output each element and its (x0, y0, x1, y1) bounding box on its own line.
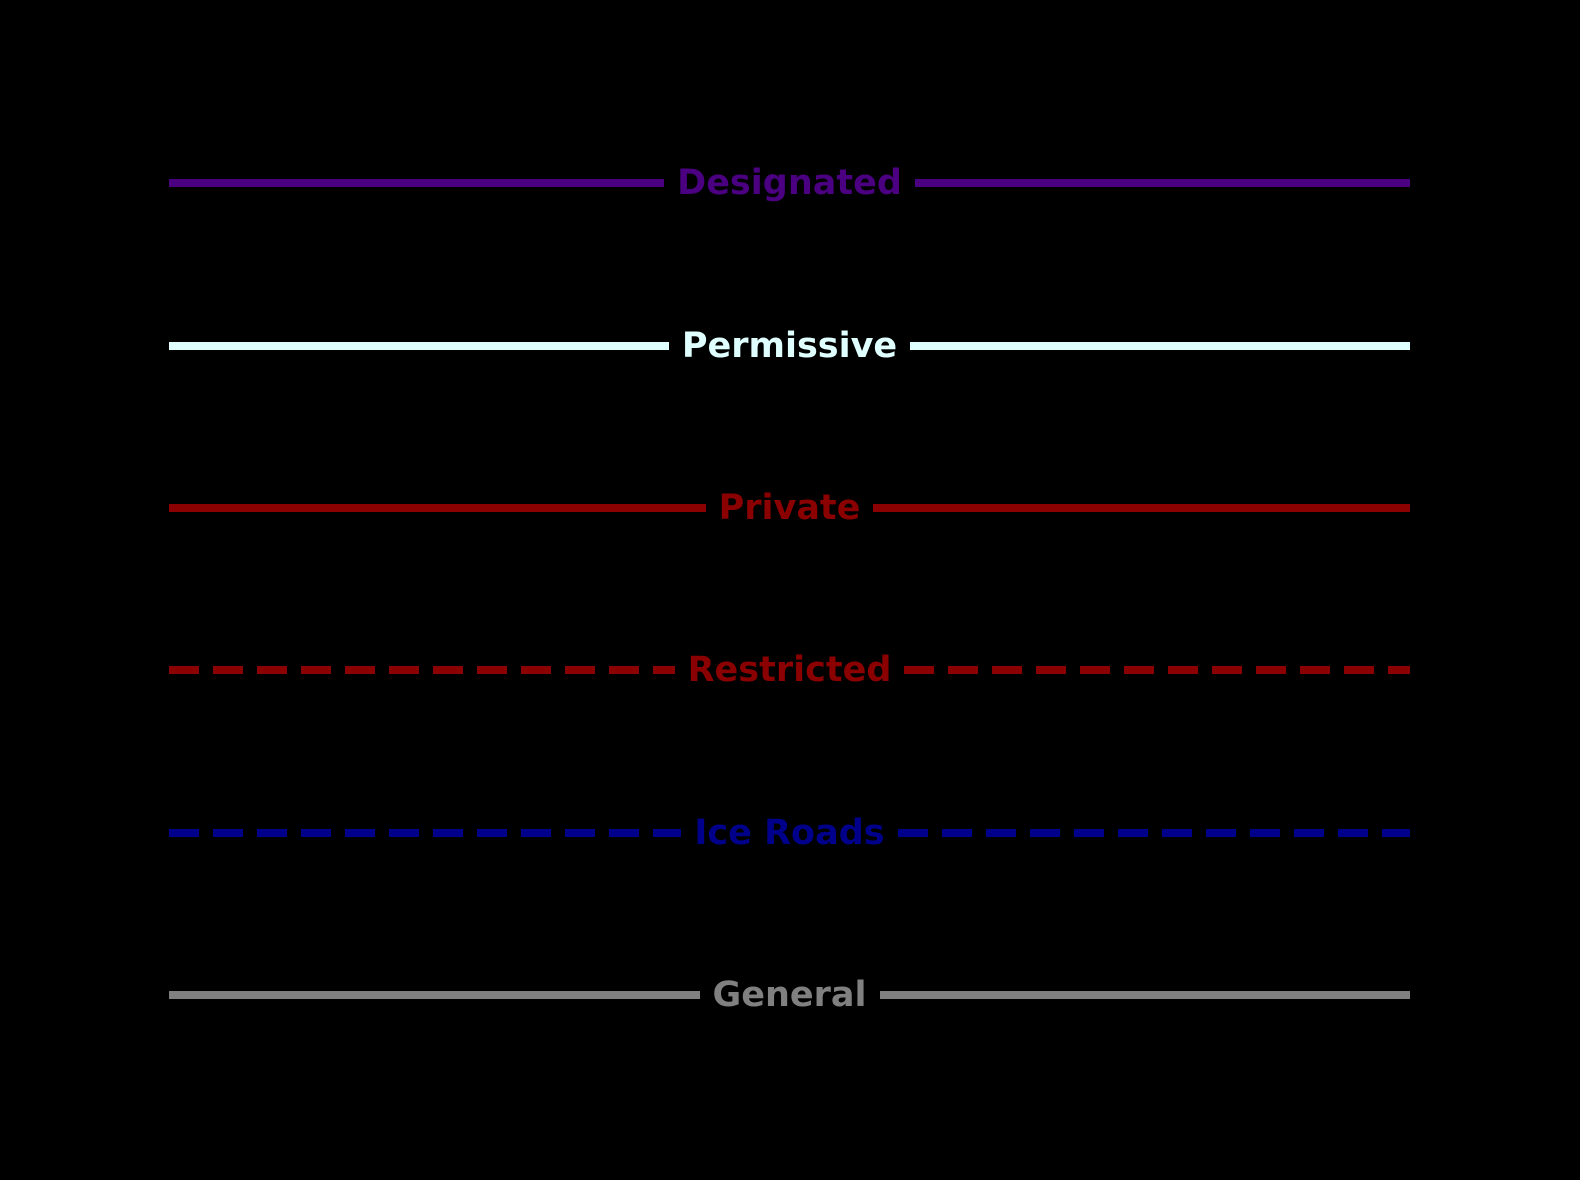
legend-row-designated: Designated (169, 159, 1411, 207)
ice-roads-line-sample-right (897, 829, 1411, 837)
legend-label-ice-roads: Ice Roads (694, 812, 885, 853)
private-line-sample-right (873, 504, 1410, 512)
legend-row-ice-roads: Ice Roads (169, 809, 1411, 857)
legend-row-general: General (169, 971, 1410, 1019)
general-line-sample-right (879, 991, 1410, 999)
legend-label-restricted: Restricted (687, 649, 892, 690)
legend-row-restricted: Restricted (169, 646, 1410, 694)
permissive-line-sample-right (910, 342, 1410, 350)
legend-row-permissive: Permissive (169, 322, 1410, 370)
private-line-sample-left (169, 504, 706, 512)
restricted-line-sample-right (904, 666, 1410, 674)
legend-label-permissive: Permissive (681, 325, 898, 366)
designated-line-sample-left (169, 179, 665, 187)
legend-row-private: Private (169, 484, 1410, 532)
legend-label-general: General (712, 974, 867, 1015)
legend-label-private: Private (718, 487, 861, 528)
designated-line-sample-right (914, 179, 1411, 187)
permissive-line-sample-left (169, 342, 669, 350)
general-line-sample-left (169, 991, 700, 999)
restricted-line-sample-left (169, 666, 675, 674)
legend-label-designated: Designated (677, 162, 902, 203)
ice-roads-line-sample-left (169, 829, 682, 837)
